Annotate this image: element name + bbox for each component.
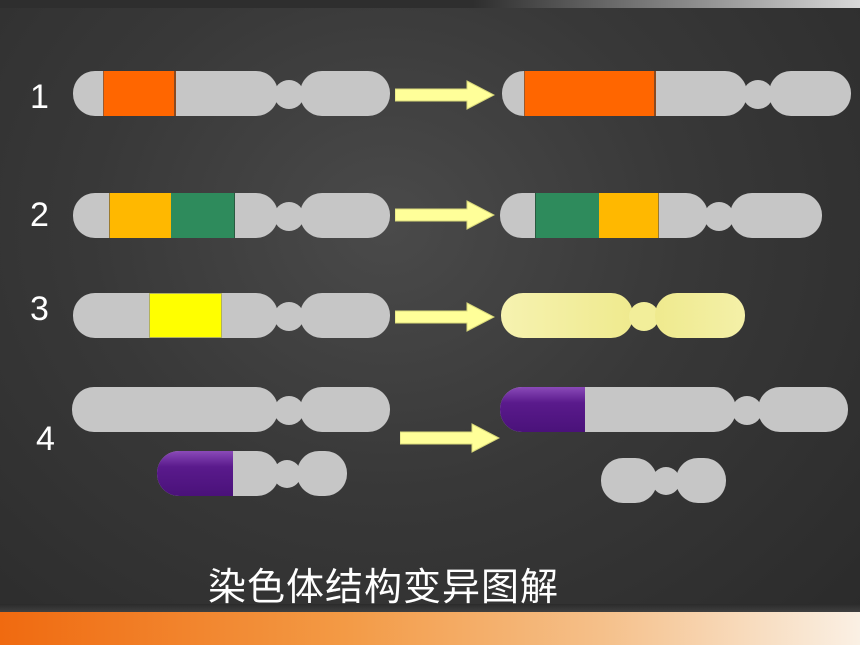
band-gold <box>109 193 171 238</box>
band-green <box>535 193 599 238</box>
chromosome-arm-short <box>730 193 822 238</box>
diagram-caption: 染色体结构变异图解 <box>208 565 560 609</box>
chromosome-arm-short <box>297 451 347 496</box>
chromosome-arm-short <box>655 293 745 338</box>
arrow-row1 <box>395 80 495 110</box>
centromere <box>274 202 304 231</box>
band-yellow <box>149 293 222 338</box>
band-purple <box>157 451 233 496</box>
chromosome-arm-short <box>300 71 390 116</box>
row-label-3: 3 <box>30 290 49 328</box>
band-orange-duplicated <box>524 71 656 116</box>
top-accent-line <box>0 0 860 8</box>
centromere <box>743 80 773 109</box>
bottom-divider <box>0 604 860 612</box>
centromere <box>704 202 734 231</box>
centromere <box>652 467 680 495</box>
chromosome-arm-short <box>300 293 390 338</box>
centromere <box>732 396 762 425</box>
arrow-row2 <box>395 200 495 230</box>
chromosome-arm-long <box>601 458 657 503</box>
band-green <box>171 193 235 238</box>
chromosome-arm-long <box>72 387 278 432</box>
chromosome-arm-short <box>300 193 390 238</box>
chromosome-arm-short <box>769 71 851 116</box>
centromere <box>274 396 304 425</box>
centromere <box>274 80 304 109</box>
band-gold <box>599 193 659 238</box>
centromere <box>273 460 301 488</box>
chromosome-arm-short <box>758 387 848 432</box>
row-label-2: 2 <box>30 196 49 234</box>
band-purple <box>500 387 585 432</box>
band-orange <box>103 71 176 116</box>
row-label-1: 1 <box>30 78 49 116</box>
chromosome-arm-short <box>300 387 390 432</box>
chromosome-arm-long <box>501 293 633 338</box>
centromere <box>274 302 304 331</box>
arrow-row4 <box>400 423 500 453</box>
centromere <box>629 302 659 331</box>
row-label-4: 4 <box>36 420 55 458</box>
chromosome-arm-short <box>676 458 726 503</box>
arrow-row3 <box>395 302 495 332</box>
bottom-accent-bar <box>0 612 860 645</box>
